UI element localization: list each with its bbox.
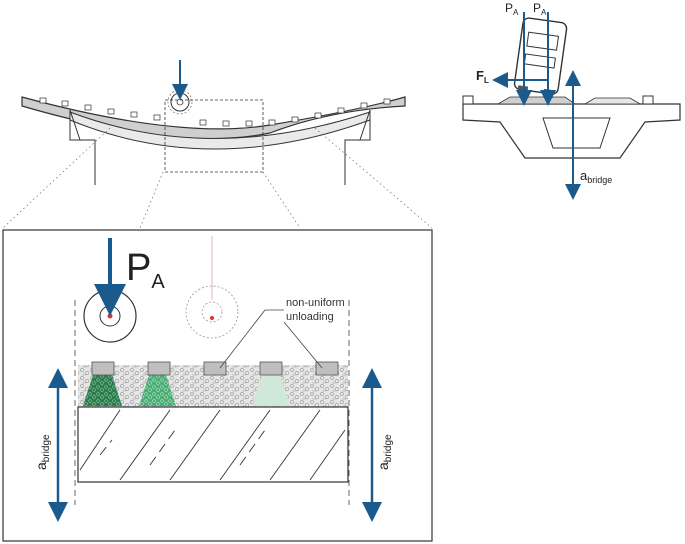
sleepers-detail [91,361,339,376]
load-spread-light [252,375,290,406]
abridge-label-right: abridge [375,434,394,470]
projection-lines [2,127,433,229]
bridge-side-view [21,60,406,185]
ballast-right [583,97,642,105]
sleepers-top [39,97,391,127]
concrete-slab [77,406,349,483]
fl-label: FL [476,68,489,85]
ballast-left [496,96,577,105]
load-spread-dark [83,375,122,406]
callout-non-uniform-unloading: non-uniform unloading [219,297,345,369]
svg-text:non-uniform: non-uniform [286,297,345,309]
svg-text:unloading: unloading [286,311,334,323]
pa-label-detail: PA [126,247,165,293]
box-cell [542,117,611,149]
pa-label-right: PA [533,1,547,17]
abridge-label-top: abridge [580,168,612,185]
slab-hatching [79,409,346,481]
abridge-label-left: abridge [33,434,52,470]
abutment-right [344,109,371,185]
wheel-unloaded [185,236,239,339]
pa-label-left: PA [505,1,519,17]
bridge-cross-section: PA PA FL abridge [462,1,681,200]
abutment-left [69,109,96,185]
wheel-top [170,92,190,112]
detail-view: PA non-uniform unloading abridge abridge [2,229,433,542]
load-spread-mid [139,375,176,406]
train-car [513,17,568,99]
